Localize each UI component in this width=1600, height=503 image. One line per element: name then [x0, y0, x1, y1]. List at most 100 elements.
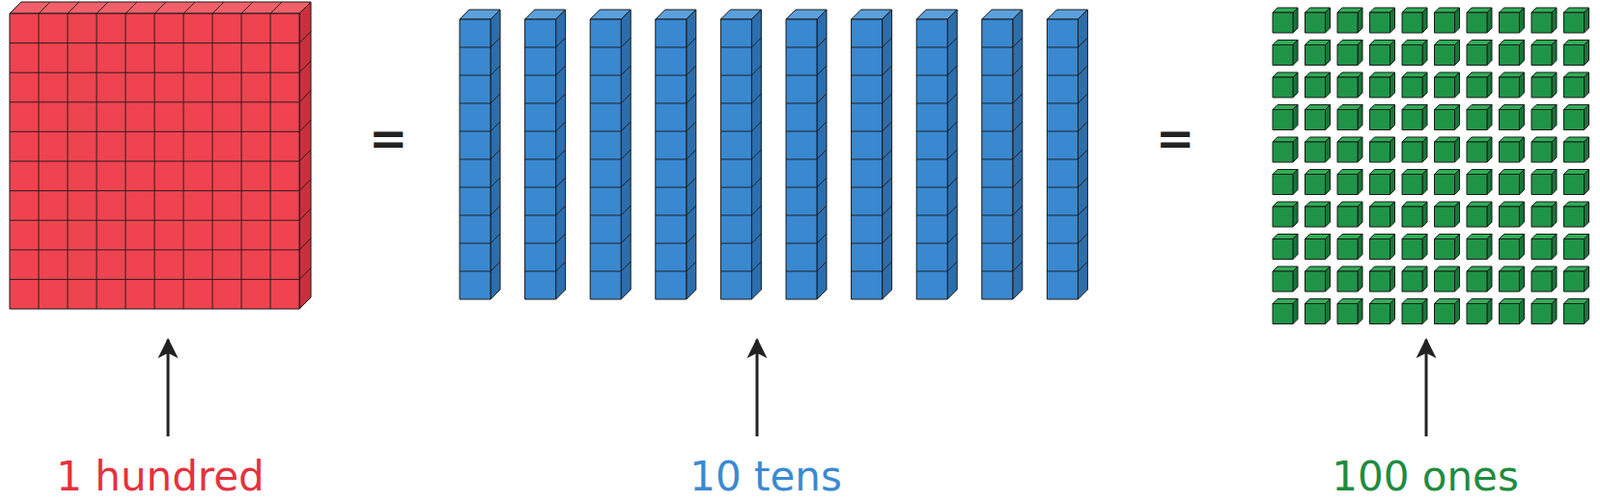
rod-line — [1012, 233, 1023, 244]
cube-front — [1564, 12, 1585, 33]
rod-line — [720, 215, 752, 217]
one-cube — [1370, 40, 1396, 66]
rod-line — [525, 47, 557, 49]
one-cube — [1564, 72, 1590, 98]
rod-line — [490, 205, 501, 216]
rod-line — [655, 47, 687, 49]
rod-line — [785, 243, 817, 245]
one-cube — [1272, 137, 1298, 163]
cube-side — [1390, 266, 1396, 292]
rod-line — [882, 177, 893, 188]
one-cube — [1466, 234, 1492, 260]
rod-line — [459, 47, 491, 49]
cube-front — [1305, 12, 1326, 33]
rod-line — [459, 187, 491, 189]
cube-front — [1272, 77, 1293, 98]
cube-side — [1551, 266, 1557, 292]
cube-front — [1370, 12, 1391, 33]
cube-side — [1455, 234, 1460, 260]
rod-line — [851, 103, 883, 105]
rod-line — [916, 271, 948, 273]
cube-front — [1434, 110, 1456, 131]
rod-line — [851, 243, 883, 245]
cube-front — [1272, 45, 1293, 66]
one-cube — [1499, 299, 1525, 325]
one-cube — [1434, 299, 1460, 325]
rod-line — [751, 233, 761, 244]
rod-line — [620, 93, 631, 104]
one-cube — [1564, 299, 1590, 325]
cube-side — [1292, 201, 1298, 227]
cube-side — [1390, 137, 1396, 163]
cube-side — [1487, 137, 1492, 163]
cube-front — [1466, 271, 1488, 292]
cube-side — [1292, 72, 1298, 98]
rod-front — [785, 19, 817, 300]
equals-sign: = — [1155, 112, 1195, 165]
one-cube — [1402, 72, 1428, 98]
cube-side — [1325, 266, 1331, 292]
cube-front — [1337, 141, 1358, 163]
grid-line — [299, 60, 311, 73]
rod-line — [1012, 93, 1023, 104]
one-cube — [1337, 40, 1363, 66]
cube-side — [1390, 169, 1396, 196]
one-cube — [1337, 234, 1363, 260]
cube-front — [1272, 141, 1293, 163]
rod-line — [785, 159, 817, 161]
cube-side — [1292, 169, 1298, 196]
cube-front — [1337, 271, 1358, 292]
rod-line — [1046, 243, 1078, 245]
cube-side — [1390, 7, 1396, 33]
cube-side — [1455, 72, 1460, 98]
rod-line — [751, 149, 761, 160]
cube-front — [1531, 12, 1552, 33]
cube-front — [1564, 45, 1585, 66]
cube-side — [1325, 201, 1331, 227]
one-cube — [1370, 266, 1396, 292]
cube-front — [1305, 239, 1326, 260]
cube-front — [1531, 141, 1552, 163]
cube-side — [1487, 234, 1492, 260]
rod-line — [556, 37, 566, 48]
rod-line — [686, 261, 697, 272]
one-cube — [1402, 137, 1428, 163]
cube-front — [1370, 271, 1391, 292]
one-cube — [1272, 105, 1298, 131]
rod-line — [916, 103, 948, 105]
cube-side — [1487, 266, 1492, 292]
one-cube — [1272, 7, 1298, 33]
rod-line — [785, 103, 817, 105]
hundred-flat — [9, 1, 311, 309]
rod-line — [490, 149, 501, 160]
one-cube — [1499, 7, 1525, 33]
cube-front — [1305, 141, 1326, 163]
cube-side — [1584, 169, 1590, 196]
cube-side — [1325, 299, 1331, 325]
cube-front — [1434, 77, 1456, 98]
rod-line — [882, 93, 893, 104]
rod-line — [655, 187, 687, 189]
cube-side — [1519, 266, 1525, 292]
rod-line — [751, 121, 761, 132]
cube-front — [1466, 45, 1488, 66]
rod-line — [556, 65, 566, 76]
rod-line — [720, 159, 752, 161]
cube-side — [1325, 7, 1331, 33]
rod-line — [947, 149, 957, 160]
rod-line — [720, 131, 752, 133]
rod-line — [982, 271, 1013, 273]
cube-side — [1551, 169, 1557, 196]
rod-line — [1077, 205, 1088, 216]
cube-front — [1272, 110, 1293, 131]
cube-front — [1272, 12, 1293, 33]
rod-line — [1012, 37, 1023, 48]
one-cube — [1402, 105, 1428, 131]
rod-line — [982, 187, 1013, 189]
rod-line — [525, 243, 557, 245]
rod-line — [751, 93, 761, 104]
rod-front — [982, 19, 1013, 300]
rod-line — [525, 103, 557, 105]
cube-side — [1584, 72, 1590, 98]
rod-line — [1012, 261, 1023, 272]
